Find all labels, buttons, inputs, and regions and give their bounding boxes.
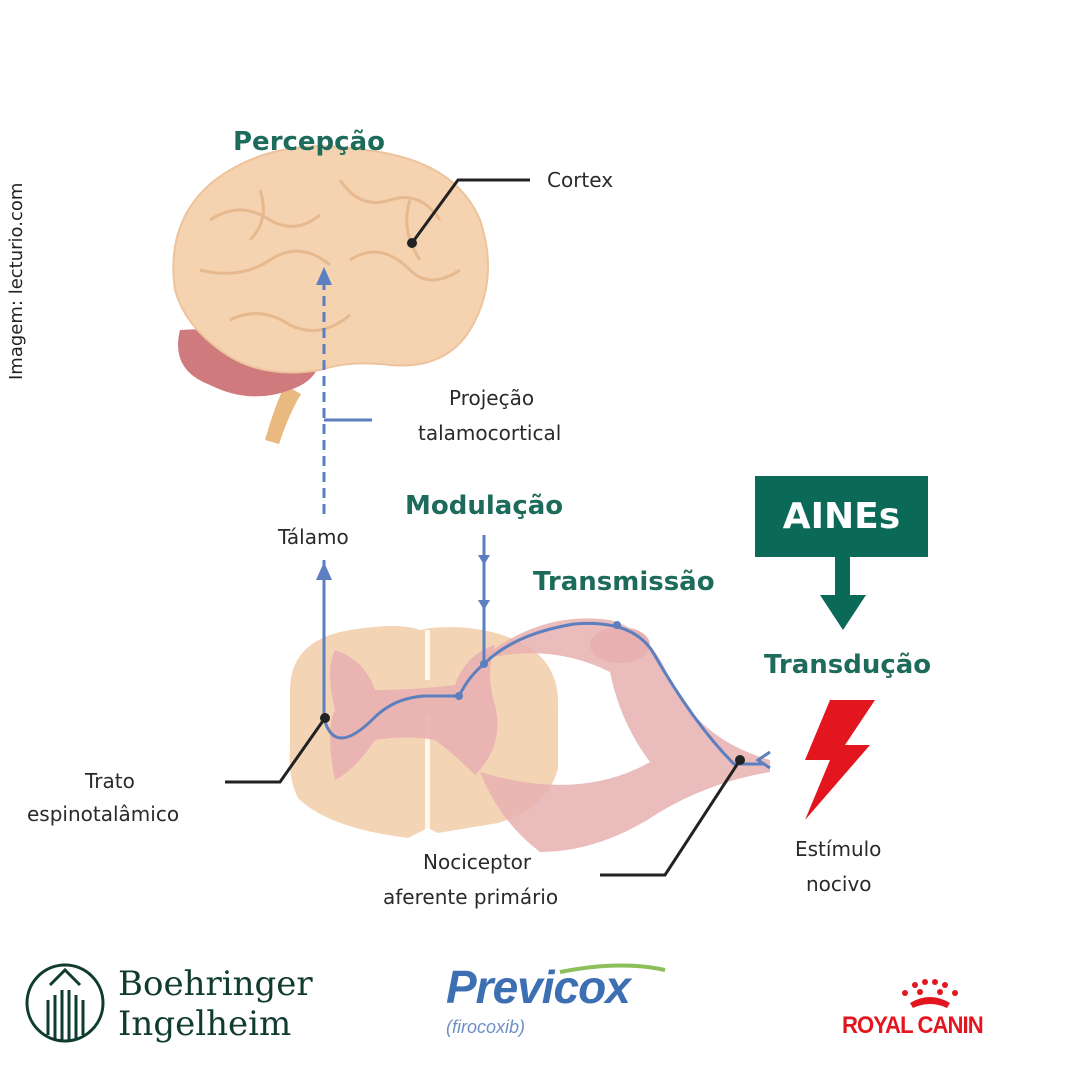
- label-stimulus-1: Estímulo: [795, 837, 882, 861]
- brain-illustration: [172, 145, 489, 444]
- label-nociceptor-2: aferente primário: [383, 885, 559, 909]
- stage-transduction: Transdução: [764, 650, 932, 680]
- leader-lines: [225, 178, 742, 877]
- label-nociceptor-1: Nociceptor: [423, 850, 532, 874]
- image-credit: Imagem: lecturio.com: [6, 182, 27, 380]
- label-cortex: Cortex: [547, 168, 614, 192]
- label-thalamus: Tálamo: [278, 525, 349, 549]
- lightning-icon: [805, 700, 875, 820]
- previcox-subtitle: (firocoxib): [446, 1017, 526, 1037]
- label-tract-1: Trato: [85, 769, 135, 793]
- boehringer-logo: Boehringer Ingelheim: [118, 964, 313, 1044]
- down-arrow-icon: [820, 557, 866, 630]
- spinal-cord-illustration: [289, 618, 770, 852]
- label-projection-1: Projeção: [449, 386, 535, 410]
- boehringer-logo-icon: [25, 963, 105, 1043]
- previcox-logo: Previcox: [446, 961, 631, 1013]
- royal-canin-crown-icon: [902, 979, 958, 1008]
- boehringer-text-2: Ingelheim: [118, 1004, 292, 1044]
- label-stimulus-2: nocivo: [806, 872, 872, 896]
- stage-perception: Percepção: [233, 127, 385, 157]
- boehringer-text-1: Boehringer: [118, 964, 313, 1004]
- label-tract-2: espinotalâmico: [27, 802, 180, 826]
- stage-modulation: Modulação: [405, 491, 564, 521]
- aines-box: AINEs: [755, 476, 928, 557]
- royal-canin-logo: ROYAL CANIN: [842, 1012, 984, 1039]
- stage-transmission: Transmissão: [533, 567, 715, 597]
- previcox-swoosh: [559, 963, 666, 974]
- label-projection-2: talamocortical: [418, 421, 562, 445]
